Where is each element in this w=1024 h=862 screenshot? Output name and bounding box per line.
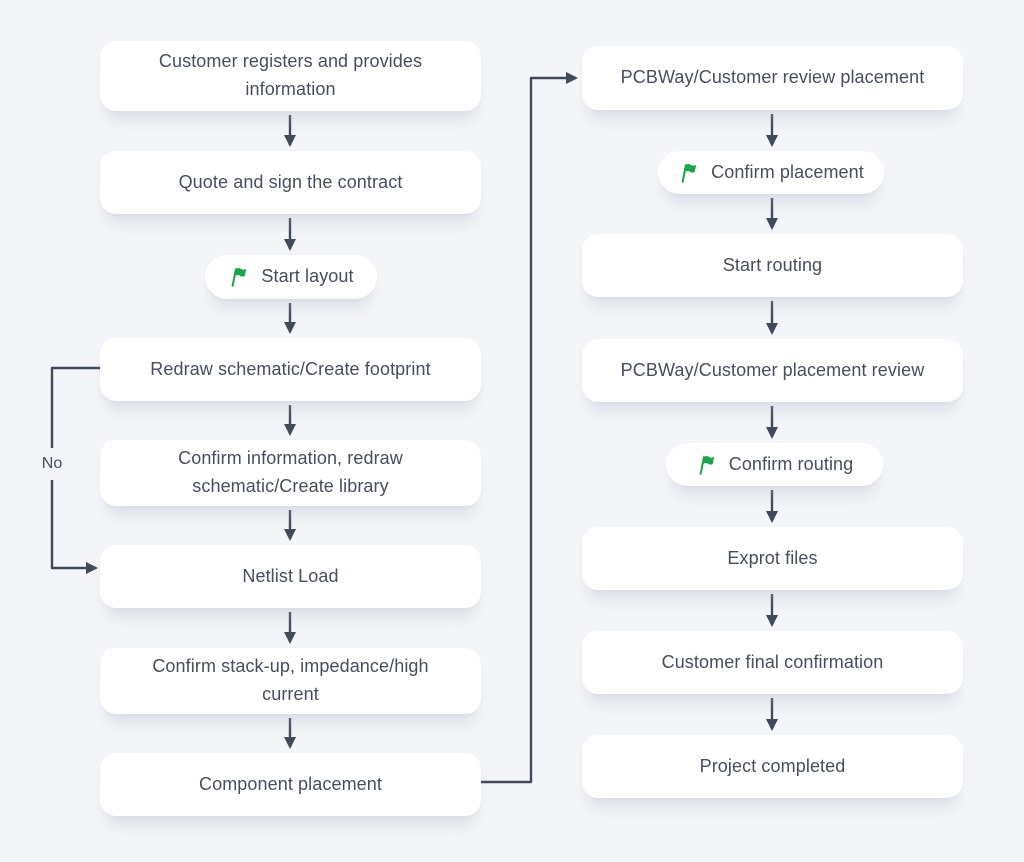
node-start-routing: Start routing (582, 234, 963, 297)
node-label: Start layout (261, 266, 354, 287)
node-label: Exprot files (727, 547, 818, 568)
node-quote-contract: Quote and sign the contract (100, 151, 481, 214)
node-label: Confirm placement (711, 161, 864, 182)
node-review-placement: PCBWay/Customer review placement (582, 46, 963, 110)
node-label: Project completed (699, 755, 846, 776)
node-project-completed: Project completed (582, 735, 963, 798)
node-confirm-stackup: Confirm stack-up, impedance/high current (100, 648, 481, 714)
no-branch-line-top (50, 366, 100, 448)
node-placement-review: PCBWay/Customer placement review (582, 339, 963, 402)
edge-label-no: No (41, 455, 63, 472)
node-label: Component placement (198, 773, 382, 794)
loop-connector-line (481, 72, 578, 784)
node-component-placement: Component placement (100, 753, 481, 816)
flag-icon (696, 454, 718, 476)
node-label: Confirm routing (728, 453, 854, 474)
node-confirm-information: Confirm information, redraw schematic/Cr… (100, 440, 481, 506)
node-label: Confirm information, redraw schematic/Cr… (178, 448, 403, 496)
node-label: PCBWay/Customer review placement (620, 67, 925, 88)
node-customer-registers: Customer registers and provides informat… (100, 41, 481, 111)
node-label: Start routing (722, 254, 823, 275)
flag-icon (228, 266, 250, 288)
node-label: Customer registers and provides informat… (158, 51, 423, 99)
node-start-layout: Start layout (205, 255, 377, 299)
node-label: Redraw schematic/Create footprint (150, 358, 431, 379)
node-label: Quote and sign the contract (178, 171, 403, 192)
node-label: Customer final confirmation (661, 651, 884, 672)
flag-icon (678, 162, 700, 184)
node-netlist-load: Netlist Load (100, 545, 481, 608)
node-confirm-routing: Confirm routing (666, 443, 883, 486)
no-branch-line-bottom (50, 480, 98, 574)
node-redraw-schematic: Redraw schematic/Create footprint (100, 338, 481, 401)
node-export-files: Exprot files (582, 527, 963, 590)
node-confirm-placement: Confirm placement (658, 151, 884, 194)
node-label: PCBWay/Customer placement review (620, 359, 925, 380)
node-label: Confirm stack-up, impedance/high current (152, 656, 429, 704)
node-final-confirmation: Customer final confirmation (582, 631, 963, 694)
node-label: Netlist Load (242, 565, 339, 586)
